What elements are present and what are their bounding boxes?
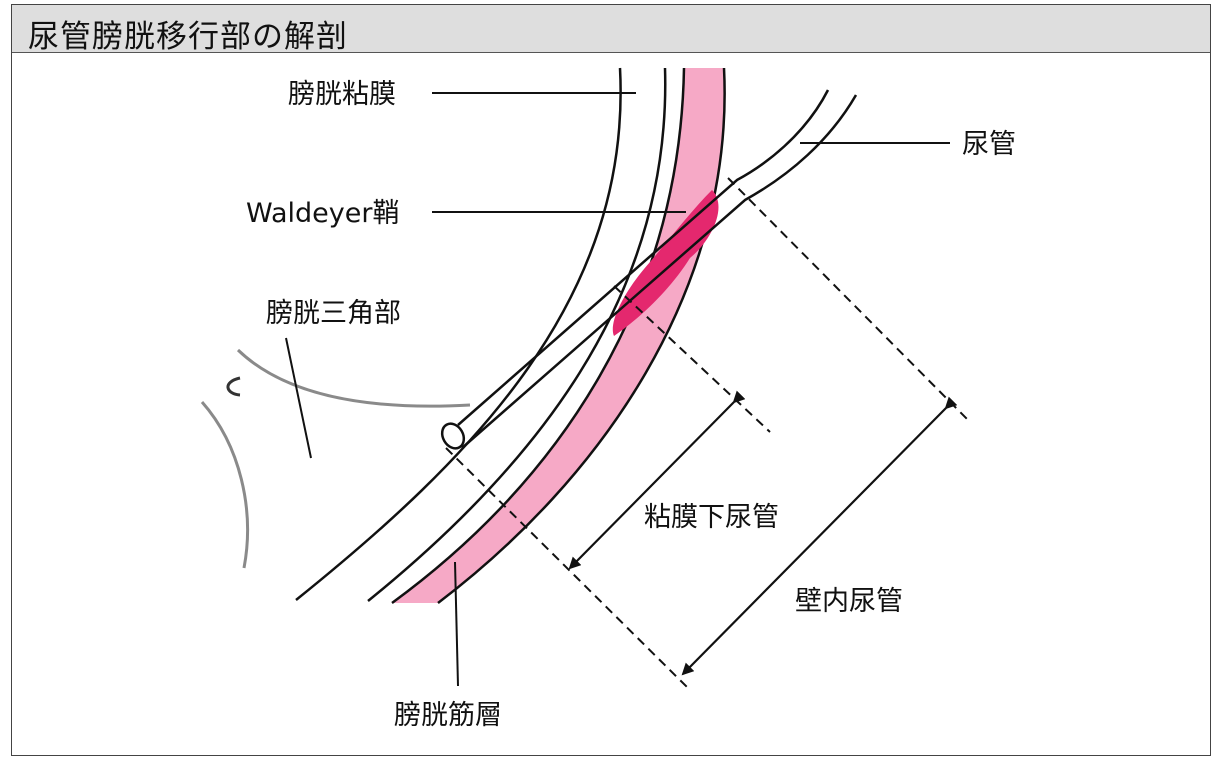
- label-waldeyer-sheath: Waldeyer鞘: [246, 198, 399, 229]
- label-intramural-ureter: 壁内尿管: [795, 586, 903, 617]
- label-trigone: 膀胱三角部: [266, 298, 401, 329]
- leader-trigone: [286, 338, 311, 458]
- label-submucosal-ureter: 粘膜下尿管: [644, 502, 779, 533]
- label-bladder-muscle-layer: 膀胱筋層: [394, 700, 502, 731]
- trigone-small-arc: [228, 378, 240, 395]
- label-bladder-mucosa: 膀胱粘膜: [288, 79, 396, 110]
- dashed-line-ureter-entry: [728, 178, 968, 420]
- label-ureter: 尿管: [962, 129, 1016, 160]
- trigone-curve-upper: [238, 350, 470, 406]
- trigone-curve-lower: [202, 402, 248, 568]
- intramural-ureter-arrow: [683, 408, 946, 674]
